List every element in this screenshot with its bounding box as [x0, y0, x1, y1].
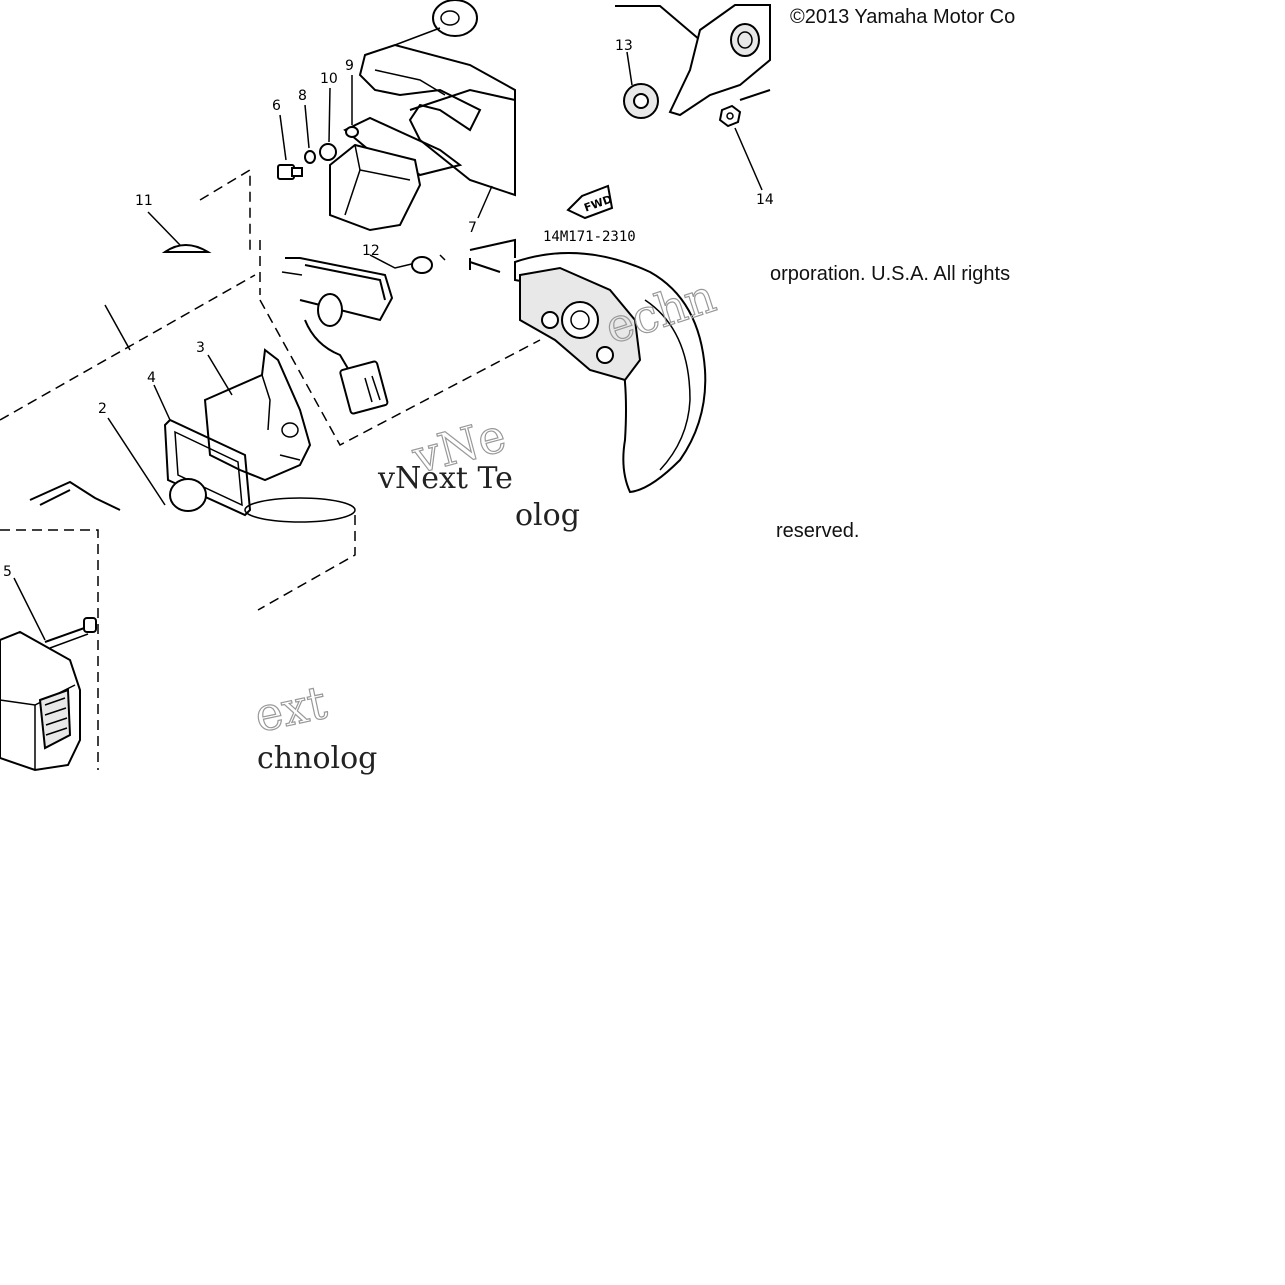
- callout-14: 14: [756, 192, 774, 208]
- watermark-text-3: ext: [250, 675, 332, 743]
- lower-left-panel: 5: [0, 515, 356, 772]
- callout-3: 3: [196, 340, 205, 356]
- collar-10-icon: [319, 143, 337, 161]
- callout-8: 8: [298, 88, 307, 104]
- callout-7: 7: [468, 220, 477, 236]
- callout-9: 9: [345, 58, 354, 74]
- watermark-text-2: chnolog: [257, 741, 377, 776]
- nut-14-icon: [718, 104, 742, 128]
- callout-13: 13: [615, 38, 633, 54]
- part-number: 14M171-2310: [543, 229, 636, 245]
- copyright-line-1: ©2013 Yamaha Motor Co: [790, 6, 1016, 28]
- washer-8-icon: [304, 150, 316, 164]
- bolt-5-icon: [44, 617, 97, 649]
- watermark-text-6: olog: [515, 498, 580, 533]
- copyright-line-2: orporation. U.S.A. All rights: [770, 263, 1011, 285]
- upper-left-panel: 6 8 10 9 7 11: [0, 0, 516, 421]
- callout-12: 12: [362, 243, 380, 259]
- callout-11: 11: [135, 193, 153, 209]
- callout-6: 6: [272, 98, 281, 114]
- callout-5: 5: [3, 564, 12, 580]
- copyright-line-3: reserved.: [776, 520, 860, 542]
- bolt-6-icon: [277, 164, 303, 180]
- middle-panel: 12 3 4 2: [29, 238, 707, 523]
- callout-10: 10: [320, 71, 338, 87]
- upper-right-panel: 13 14 FWD 14M171-2310: [543, 4, 774, 245]
- callout-4: 4: [147, 370, 156, 386]
- callout-2: 2: [98, 401, 107, 417]
- reflector-lens-icon: [38, 688, 72, 750]
- fwd-arrow-icon: FWD: [566, 184, 614, 220]
- watermark-text-1: vNext Te: [377, 461, 513, 496]
